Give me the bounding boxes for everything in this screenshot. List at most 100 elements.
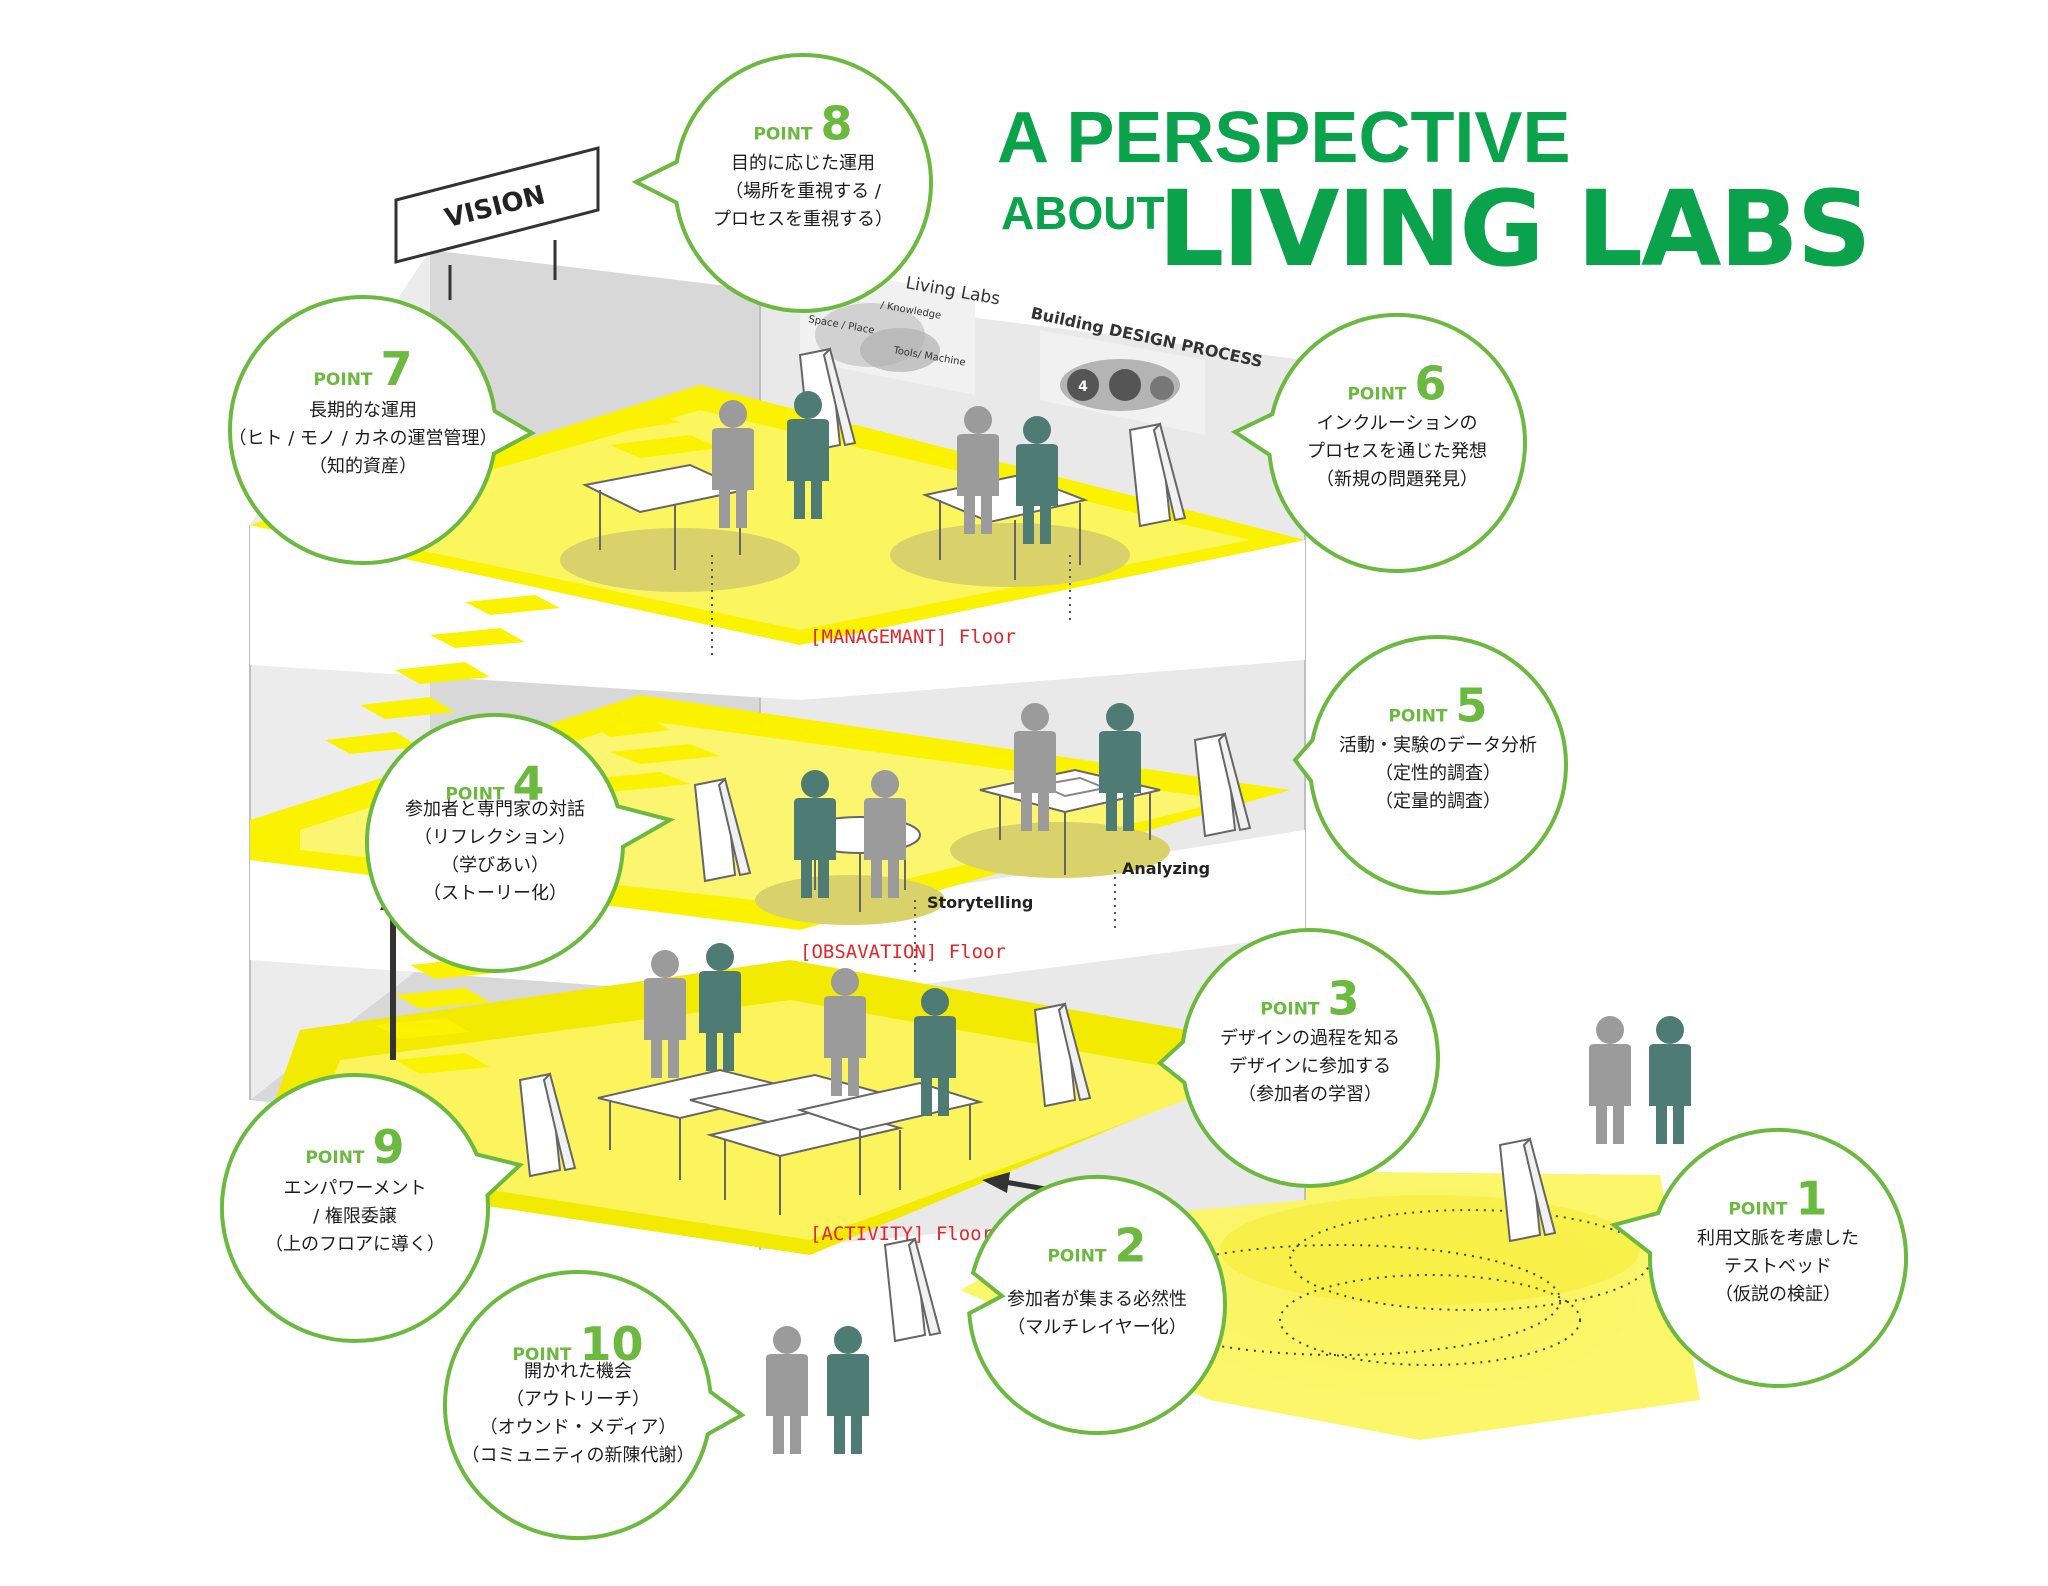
point-description-line: 開かれた機会 bbox=[524, 1361, 632, 1382]
point-description-line: 活動・実験のデータ分析 bbox=[1339, 735, 1537, 756]
point-description-line: 参加者が集まる必然性 bbox=[1007, 1289, 1187, 1310]
point-number: 1 bbox=[1796, 1171, 1828, 1225]
point-number: 10 bbox=[580, 1317, 644, 1371]
point-heading: POINT 10 bbox=[512, 1317, 643, 1371]
point-word: POINT bbox=[1260, 999, 1319, 1019]
point-word: POINT bbox=[1047, 1246, 1106, 1266]
point-word: POINT bbox=[313, 370, 372, 390]
dotted-connectors bbox=[711, 555, 1116, 975]
point-heading: POINT 6 bbox=[1347, 356, 1446, 410]
point-number: 6 bbox=[1415, 356, 1447, 410]
bubble-outline bbox=[1230, 313, 1527, 574]
point-description-line: （新規の問題発見） bbox=[1316, 469, 1478, 490]
bubble-outline bbox=[967, 1175, 1227, 1435]
point-description-line: （ストーリー化） bbox=[423, 883, 567, 904]
design-step-number: 4 bbox=[1078, 379, 1088, 395]
point-word: POINT bbox=[1388, 706, 1447, 726]
point-description-line: プロセスを重視する） bbox=[713, 209, 893, 230]
point-description-line: / 権限委譲 bbox=[313, 1206, 397, 1227]
bubble-outline bbox=[1292, 635, 1568, 895]
point-heading: POINT 8 bbox=[753, 96, 852, 150]
point-number: 9 bbox=[373, 1120, 405, 1174]
point-description-line: プロセスを通じた発想 bbox=[1307, 441, 1487, 462]
point-description-line: （知的資産） bbox=[309, 456, 417, 477]
point-number: 4 bbox=[513, 756, 545, 810]
point-word: POINT bbox=[1347, 384, 1406, 404]
point-heading: POINT 9 bbox=[305, 1120, 404, 1174]
point-description-line: 利用文脈を考慮した bbox=[1697, 1228, 1859, 1249]
point-number: 7 bbox=[381, 342, 413, 396]
point-description-line: （学びあい） bbox=[441, 855, 549, 876]
point-heading: POINT 2 bbox=[1047, 1218, 1146, 1272]
point-description-line: エンパワーメント bbox=[283, 1178, 426, 1199]
management-floor-label: [MANAGEMANT] Floor bbox=[810, 626, 1016, 648]
point-7-bubble: POINT 7 長期的な運用 （ヒト / モノ / カネの運営管理） （知的資産） bbox=[228, 295, 537, 565]
point-description-line: インクルーションの bbox=[1316, 413, 1477, 434]
point-heading: POINT 5 bbox=[1388, 678, 1487, 732]
person-icon bbox=[1589, 1016, 1631, 1144]
storytelling-label: Storytelling bbox=[927, 893, 1033, 912]
bubble-outline bbox=[1156, 928, 1440, 1188]
point-description-line: （ヒト / モノ / カネの運営管理） bbox=[228, 428, 497, 449]
point-heading: POINT 3 bbox=[1260, 971, 1359, 1025]
point-description-line: （オウンド・メディア） bbox=[480, 1417, 677, 1438]
person-icon bbox=[827, 1326, 869, 1454]
point-2-bubble: POINT 2 参加者が集まる必然性 （マルチレイヤー化） bbox=[967, 1175, 1227, 1435]
point-description-line: （仮説の検証） bbox=[1715, 1284, 1841, 1305]
bubble-outline bbox=[365, 713, 676, 973]
point-description-line: （コミュニティの新陳代謝） bbox=[462, 1445, 695, 1466]
point-9-bubble: POINT 9 エンパワーメント / 権限委譲 （上のフロアに導く） bbox=[220, 1072, 525, 1343]
point-description-line: （マルチレイヤー化） bbox=[1007, 1317, 1186, 1338]
bubble-outline bbox=[443, 1270, 746, 1540]
point-8-bubble: POINT 8 目的に応じた運用 （場所を重視する / プロセスを重視する） bbox=[631, 53, 933, 313]
title-line-2: LIVING LABS bbox=[1158, 168, 1870, 290]
point-word: POINT bbox=[512, 1345, 571, 1365]
point-heading: POINT 1 bbox=[1728, 1171, 1827, 1225]
point-description-line: （参加者の学習） bbox=[1238, 1084, 1382, 1105]
point-description-line: テストベッド bbox=[1724, 1256, 1832, 1277]
point-word: POINT bbox=[753, 124, 812, 144]
point-word: POINT bbox=[305, 1148, 364, 1168]
bubble-outline bbox=[228, 295, 537, 565]
person-icon bbox=[766, 1326, 808, 1454]
point-number: 8 bbox=[821, 96, 853, 150]
title-about: ABOUT bbox=[1001, 187, 1165, 239]
point-heading: POINT 7 bbox=[313, 342, 412, 396]
point-number: 3 bbox=[1328, 971, 1360, 1025]
observation-floor-label: [OBSAVATION] Floor bbox=[800, 941, 1006, 963]
point-number: 2 bbox=[1115, 1218, 1147, 1272]
bubble-outline bbox=[631, 53, 933, 313]
point-description-line: （場所を重視する / bbox=[725, 181, 882, 202]
point-description-line: 参加者と専門家の対話 bbox=[405, 799, 585, 820]
point-word: POINT bbox=[445, 784, 504, 804]
point-description-line: 長期的な運用 bbox=[309, 400, 417, 421]
bubble-outline bbox=[220, 1072, 525, 1343]
point-description-line: （定量的調査） bbox=[1375, 791, 1501, 812]
activity-floor-label: [ACTIVITY] Floor bbox=[810, 1223, 993, 1245]
point-5-bubble: POINT 5 活動・実験のデータ分析 （定性的調査） （定量的調査） bbox=[1292, 635, 1568, 895]
point-word: POINT bbox=[1728, 1199, 1787, 1219]
point-heading: POINT 4 bbox=[445, 756, 544, 810]
page-title: A PERSPECTIVE ABOUT LIVING LABS bbox=[997, 98, 1872, 290]
person-icon bbox=[1649, 1016, 1691, 1144]
point-description-line: 目的に応じた運用 bbox=[731, 153, 875, 174]
point-description-line: （上のフロアに導く） bbox=[265, 1234, 445, 1255]
point-description-line: （定性的調査） bbox=[1375, 763, 1501, 784]
vision-sign: VISION bbox=[394, 146, 600, 300]
point-description-line: （リフレクション） bbox=[414, 827, 576, 848]
point-number: 5 bbox=[1456, 678, 1488, 732]
point-description-line: デザインの過程を知る bbox=[1220, 1028, 1400, 1049]
point-description-line: デザインに参加する bbox=[1229, 1056, 1391, 1077]
title-line-1: A PERSPECTIVE bbox=[997, 98, 1570, 178]
point-description-line: （アウトリーチ） bbox=[506, 1389, 650, 1410]
signboard bbox=[884, 1238, 941, 1342]
analyzing-label: Analyzing bbox=[1122, 859, 1210, 878]
